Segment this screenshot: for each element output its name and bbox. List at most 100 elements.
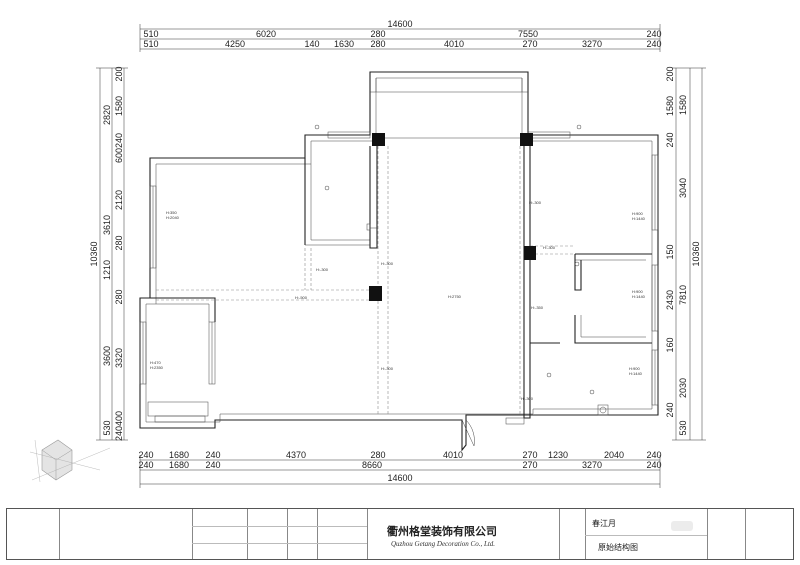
dim-right1-b: 3040 (678, 178, 688, 198)
dim-right2-e: 2430 (665, 290, 675, 310)
beam-label-8: H:-350 (531, 305, 544, 310)
right-dimensions: 1580 3040 7810 2030 530 200 1580 240 150… (665, 66, 706, 441)
dim-top1-b: 6020 (256, 29, 276, 39)
beam-label-2: H:-300 (543, 245, 556, 250)
dim-top2-i: 240 (646, 39, 661, 49)
beam-lines (156, 146, 575, 414)
dim-top2-h: 3270 (582, 39, 602, 49)
window-label-right-1: H:900 (632, 211, 643, 216)
dim-bot2-g: 240 (646, 460, 661, 470)
window-label-small-2: H:2350 (150, 365, 164, 370)
dim-bot1-b: 1680 (169, 450, 189, 460)
dim-left1-a: 2820 (102, 105, 112, 125)
dim-right-overall: 10360 (691, 241, 701, 266)
dim-top1-a: 510 (143, 29, 158, 39)
dim-right2-b: 1580 (665, 96, 675, 116)
dim-left1-c: 1210 (102, 260, 112, 280)
dim-bot1-g: 270 (522, 450, 537, 460)
dim-left1-e: 530 (102, 420, 112, 435)
dim-right2-g: 240 (665, 402, 675, 417)
beam-label-6: H:-300 (381, 366, 394, 371)
title-block: 衢州格堂装饰有限公司 Quzhou Getang Decoration Co.,… (6, 508, 794, 560)
window-label-small-1: H:470 (150, 360, 161, 365)
dim-left2-g: 3320 (114, 348, 124, 368)
dim-top2-d: 1630 (334, 39, 354, 49)
column-1 (372, 133, 385, 146)
company-name-cn: 衢州格堂装饰有限公司 (387, 525, 497, 538)
room-labels: H:350 H:2040 H:900 H:1440 H:900 H:1440 H… (150, 200, 646, 401)
column-3 (524, 246, 536, 260)
dim-right1-d: 2030 (678, 378, 688, 398)
dim-right1-e: 530 (678, 420, 688, 435)
dim-bot2-c: 240 (205, 460, 220, 470)
fixtures (314, 124, 595, 395)
dim-bot2-e: 270 (522, 460, 537, 470)
dim-bot2-f: 3270 (582, 460, 602, 470)
dim-top-overall: 14600 (387, 19, 412, 29)
dim-right1-c: 7810 (678, 285, 688, 305)
window-label-bottom-2: H:1440 (629, 371, 643, 376)
company-name-en: Quzhou Getang Decoration Co., Ltd. (391, 540, 496, 548)
columns (369, 133, 536, 301)
dim-left-overall: 10360 (89, 241, 99, 266)
windows (139, 154, 659, 423)
beam-label-5: H:-300 (316, 267, 329, 272)
dim-top2-g: 270 (522, 39, 537, 49)
dim-bot1-a: 240 (138, 450, 153, 460)
left-dimensions: 10360 2820 3610 1210 3600 530 200 1580 6… (89, 66, 128, 441)
dim-top2-f: 4010 (444, 39, 464, 49)
dim-left1-d: 3600 (102, 346, 112, 366)
interior-walls (147, 146, 652, 447)
exterior-walls (139, 71, 659, 452)
dim-bottom-overall: 14600 (387, 473, 412, 483)
dim-bot1-i: 2040 (604, 450, 624, 460)
dim-right2-f: 160 (665, 337, 675, 352)
window-label-mid-1: H:900 (632, 289, 643, 294)
dim-top1-c: 280 (370, 29, 385, 39)
dim-bot1-d: 4370 (286, 450, 306, 460)
bottom-dimensions: 240 1680 240 4370 280 4010 270 1230 2040… (138, 450, 662, 488)
dim-right2-c: 240 (665, 132, 675, 147)
window-label-left-2: H:2040 (166, 215, 180, 220)
window-label-mid-2: H:1440 (632, 294, 646, 299)
window-label-bottom-1: H:900 (629, 366, 640, 371)
dim-bot2-d: 8660 (362, 460, 382, 470)
dim-left2-f: 280 (114, 289, 124, 304)
dim-left2-b: 1580 (114, 96, 124, 116)
dim-bot1-h: 1230 (548, 450, 568, 460)
beam-label-1: H:-300 (529, 200, 542, 205)
dim-bot2-b: 1680 (169, 460, 189, 470)
logo-cube-graphic (29, 439, 111, 483)
column-2 (520, 133, 533, 146)
dim-bot1-c: 240 (205, 450, 220, 460)
beam-label-3: H:-300 (381, 261, 394, 266)
dim-bot2-a: 240 (138, 460, 153, 470)
dim-left2-c: 600240 (114, 133, 124, 163)
ceiling-height-label: H:2750 (448, 294, 462, 299)
dim-right2-a: 200 (665, 66, 675, 81)
dim-right2-d: 150 (665, 244, 675, 259)
dim-top2-c: 140 (304, 39, 319, 49)
dim-top2-e: 280 (370, 39, 385, 49)
dim-bot1-j: 240 (646, 450, 661, 460)
redacted-text (671, 521, 693, 531)
column-4 (369, 286, 382, 301)
dim-right1-a: 1580 (678, 95, 688, 115)
dim-bot1-f: 4010 (443, 450, 463, 460)
dim-left2-d: 2120 (114, 190, 124, 210)
beam-label-4: H:-500 (295, 295, 308, 300)
dim-left1-b: 3610 (102, 215, 112, 235)
dim-left2-a: 200 (114, 66, 124, 81)
beam-label-7: H:-300 (521, 396, 534, 401)
floor-plan-drawing: 14600 510 6020 280 7550 240 510 4250 140… (29, 19, 706, 488)
window-label-left-1: H:350 (166, 210, 177, 215)
dim-top1-e: 240 (646, 29, 661, 39)
drawing-name: 原始结构图 (598, 543, 638, 552)
dim-top1-d: 7550 (518, 29, 538, 39)
dim-top2-b: 4250 (225, 39, 245, 49)
dim-left2-h: 240400 (114, 411, 124, 441)
dim-top2-a: 510 (143, 39, 158, 49)
dim-left2-e: 280 (114, 235, 124, 250)
dim-bot1-e: 280 (370, 450, 385, 460)
top-dimensions: 14600 510 6020 280 7550 240 510 4250 140… (139, 19, 662, 52)
